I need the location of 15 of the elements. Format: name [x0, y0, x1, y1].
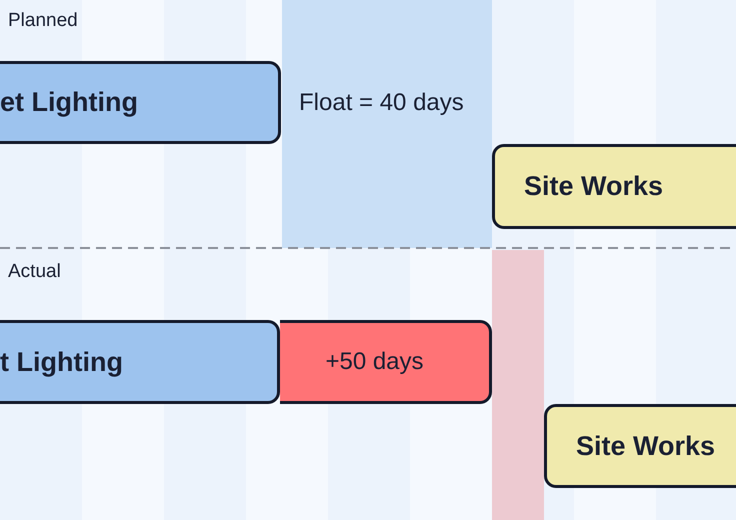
delay-bar: [280, 320, 492, 404]
task-bar: [0, 61, 281, 144]
float-label: Float = 40 days: [299, 88, 465, 117]
task-name: Site Works: [524, 173, 664, 200]
task-name: Site Works: [576, 432, 716, 460]
task-bar: [0, 320, 280, 404]
delay-label: +50 days: [325, 350, 424, 374]
delay-band: [492, 250, 544, 520]
row-label: Planned: [8, 9, 78, 32]
task-name: t Lighting: [0, 348, 123, 376]
task-bar: [544, 404, 736, 488]
float-band: [282, 0, 492, 248]
task-name: et Lighting: [0, 89, 138, 116]
row-label: Actual: [8, 260, 61, 283]
task-bar: [492, 144, 736, 229]
